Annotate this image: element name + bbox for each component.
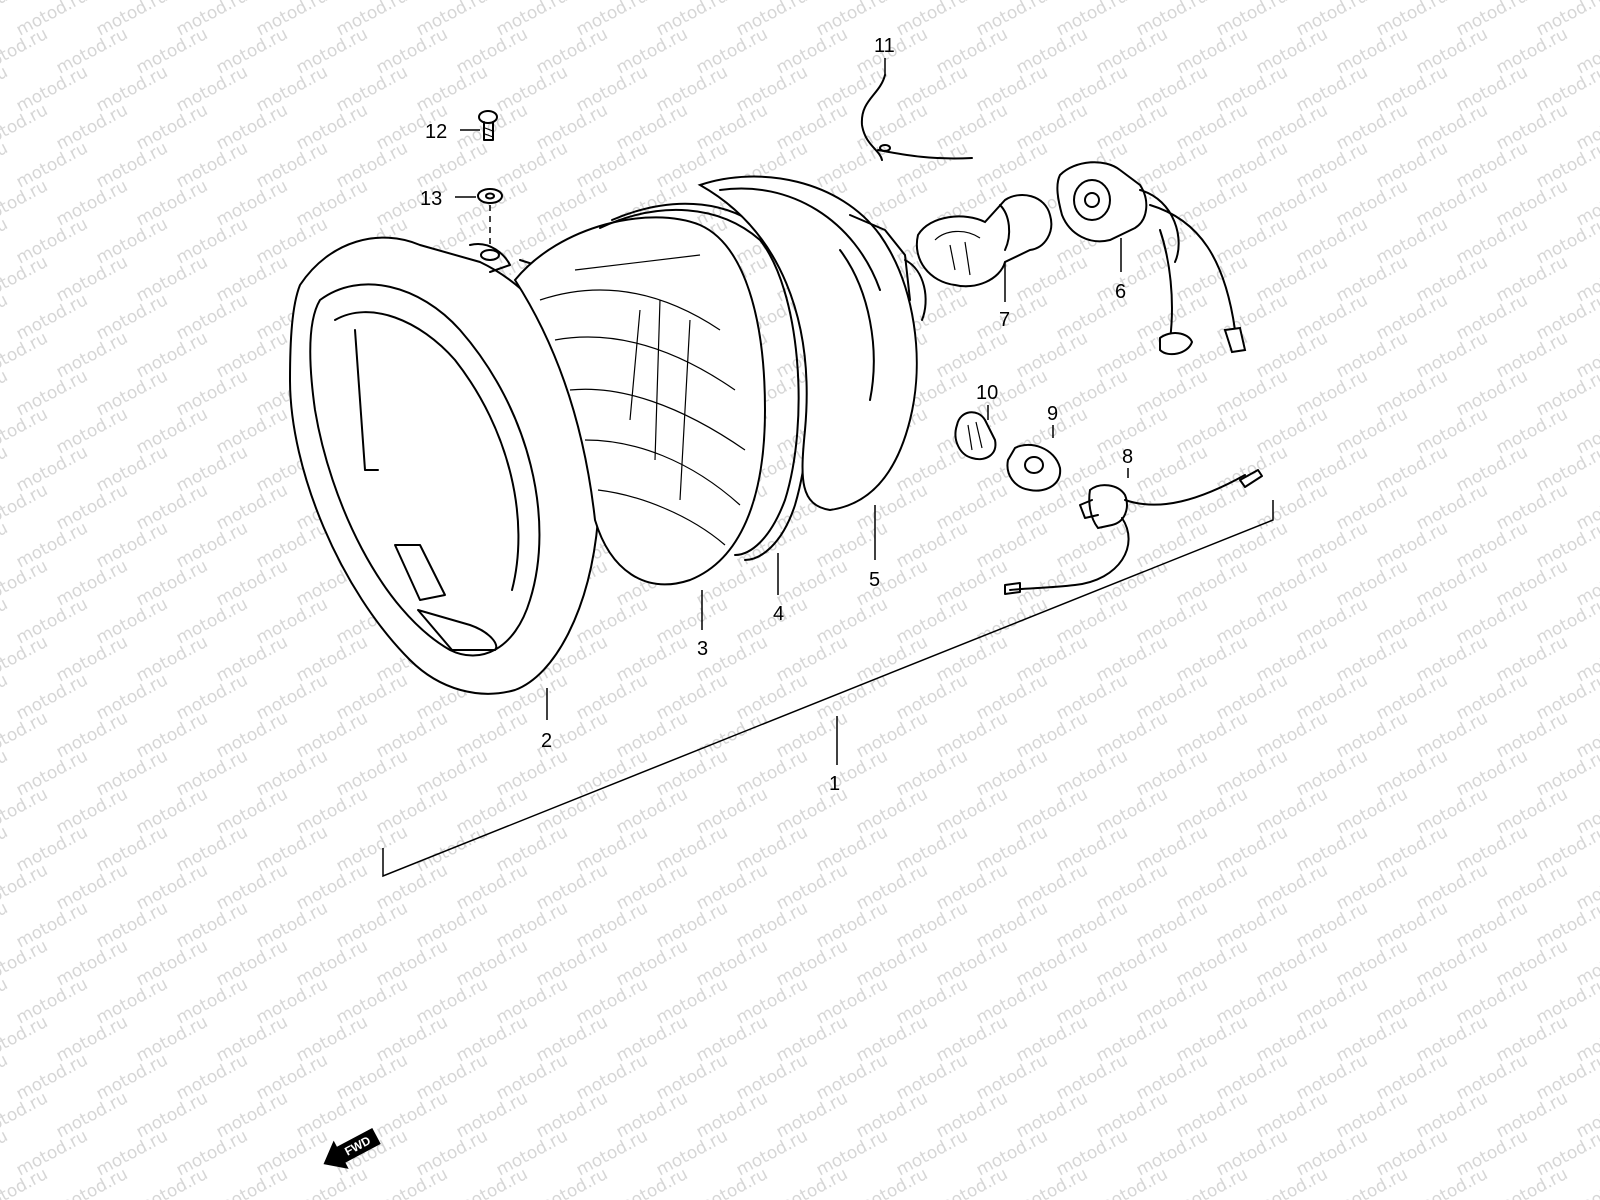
- wire-clip: [860, 74, 973, 161]
- watermark-text: motod.ru: [1253, 1164, 1331, 1200]
- headlight-rim: [288, 236, 601, 695]
- callout-10: 10: [976, 382, 998, 404]
- callout-11: 11: [874, 35, 895, 57]
- watermark-text: motod.ru: [1533, 518, 1600, 572]
- callout-9: 9: [1047, 403, 1058, 425]
- watermark-text: motod.ru: [0, 62, 11, 116]
- callout-13: 13: [420, 188, 442, 210]
- watermark-text: motod.ru: [1533, 366, 1600, 420]
- watermark-text: motod.ru: [0, 1126, 11, 1180]
- watermark-text: motod.ru: [0, 366, 11, 420]
- assembly-bracket: [382, 500, 1274, 878]
- watermark-text: motod.ru: [213, 1164, 291, 1200]
- watermark-text: motod.ru: [0, 404, 51, 458]
- watermark-text: motod.ru: [0, 214, 11, 268]
- watermark-text: motod.ru: [533, 1164, 611, 1200]
- watermark-text: motod.ru: [453, 1164, 531, 1200]
- watermark-text: motod.ru: [1173, 1164, 1251, 1200]
- watermark-text: motod.ru: [1533, 1126, 1600, 1180]
- watermark-text: motod.ru: [0, 176, 51, 230]
- callout-3: 3: [697, 638, 708, 660]
- callout-7: 7: [999, 309, 1010, 331]
- watermark-text: motod.ru: [1533, 138, 1600, 192]
- watermark-text: motod.ru: [1533, 290, 1600, 344]
- watermark-text: motod.ru: [0, 974, 11, 1028]
- callout-5: 5: [869, 569, 880, 591]
- watermark-text: motod.ru: [133, 1164, 211, 1200]
- watermark-text: motod.ru: [373, 1164, 451, 1200]
- watermark-text: motod.ru: [1013, 1164, 1091, 1200]
- headlight-bulb: [915, 194, 1053, 288]
- watermark-text: motod.ru: [0, 898, 11, 952]
- watermark-text: motod.ru: [0, 0, 11, 40]
- watermark-text: motod.ru: [1533, 822, 1600, 876]
- watermark-text: motod.ru: [0, 746, 11, 800]
- watermark-text: motod.ru: [1533, 214, 1600, 268]
- position-lamp-socket: [1004, 469, 1263, 595]
- watermark-text: motod.ru: [0, 290, 11, 344]
- callout-12: 12: [425, 121, 447, 143]
- watermark-text: motod.ru: [0, 594, 11, 648]
- watermark-text: motod.ru: [1533, 670, 1600, 724]
- watermark-text: motod.ru: [1493, 1164, 1571, 1200]
- watermark-text: motod.ru: [53, 1164, 131, 1200]
- position-lamp-bulb: [954, 411, 997, 460]
- leader-lines: [455, 58, 1129, 765]
- watermark-text: motod.ru: [0, 708, 51, 762]
- watermark-text: motod.ru: [0, 252, 51, 306]
- watermark-text: motod.ru: [0, 936, 51, 990]
- watermark-text: motod.ru: [853, 1164, 931, 1200]
- callout-1: 1: [829, 773, 840, 795]
- watermark-text: motod.ru: [0, 1012, 51, 1066]
- washer: [477, 188, 503, 204]
- watermark-text: motod.ru: [773, 1164, 851, 1200]
- watermark-text: motod.ru: [0, 632, 51, 686]
- watermark-text: motod.ru: [1533, 898, 1600, 952]
- callout-labels: 1 2 3 4 5 6 7 8 9 10 11 12 13: [420, 35, 1133, 795]
- watermark-text: motod.ru: [0, 822, 11, 876]
- headlight-housing: [697, 175, 927, 512]
- watermark-text: motod.ru: [0, 100, 51, 154]
- watermark-text: motod.ru: [1573, 1164, 1600, 1200]
- watermark-text: motod.ru: [0, 670, 11, 724]
- watermark-text: motod.ru: [0, 480, 51, 534]
- watermark-text: motod.ru: [693, 1164, 771, 1200]
- watermark-text: motod.ru: [1333, 1164, 1411, 1200]
- watermark-text: motod.ru: [1093, 1164, 1171, 1200]
- watermark-text: motod.ru: [0, 518, 11, 572]
- grommet: [1006, 443, 1062, 492]
- watermark-text: motod.ru: [293, 1164, 371, 1200]
- arrow-left-down-icon: [323, 1127, 381, 1169]
- watermark-text: motod.ru: [1533, 746, 1600, 800]
- callout-8: 8: [1122, 446, 1133, 468]
- watermark-text: motod.ru: [1533, 974, 1600, 1028]
- callout-2: 2: [541, 730, 552, 752]
- watermark-text: motod.ru: [0, 328, 51, 382]
- watermark-text: motod.ru: [1533, 442, 1600, 496]
- watermark-text: motod.ru: [933, 1164, 1011, 1200]
- watermark-text: motod.ru: [0, 1050, 11, 1104]
- watermark-text: motod.ru: [0, 860, 51, 914]
- watermark-text: motod.ru: [0, 784, 51, 838]
- watermark-text: motod.ru: [1533, 62, 1600, 116]
- watermark-text: motod.ru: [0, 138, 11, 192]
- watermark-text: motod.ru: [0, 442, 11, 496]
- watermark-text: motod.ru: [613, 1164, 691, 1200]
- watermark-text: motod.ru: [0, 556, 51, 610]
- watermark-text: motod.ru: [1413, 1164, 1491, 1200]
- watermark-text: motod.ru: [0, 1088, 51, 1142]
- watermark-text: motod.ru: [1533, 594, 1600, 648]
- headlight-lens-unit: [513, 216, 767, 586]
- callout-6: 6: [1115, 281, 1126, 303]
- watermark-text: motod.ru: [0, 24, 51, 78]
- screw: [478, 110, 498, 141]
- watermark-text: motod.ru: [1533, 1050, 1600, 1104]
- callout-4: 4: [773, 603, 784, 625]
- bulb-socket: [1056, 161, 1247, 356]
